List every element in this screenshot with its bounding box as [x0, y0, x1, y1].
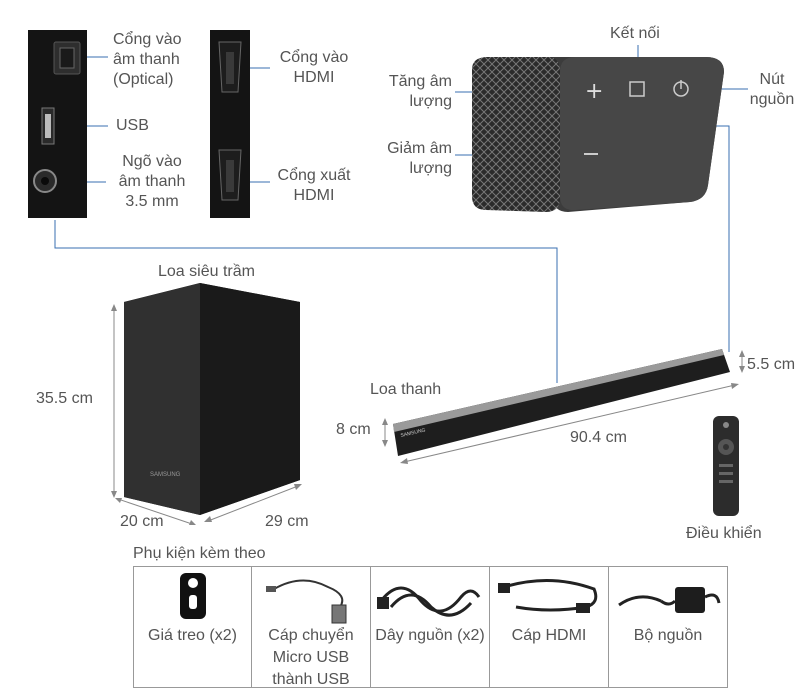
- subwoofer-width: 20 cm: [120, 513, 164, 530]
- label-optical-port: Cổng vào âm thanh (Optical): [113, 31, 182, 88]
- label-aux-port: Ngõ vào âm thanh 3.5 mm: [118, 153, 186, 210]
- soundbar-brand: SAMSUNG: [400, 427, 426, 439]
- power-cord-icon: [377, 586, 481, 617]
- subwoofer-title: Loa siêu trầm: [158, 263, 255, 280]
- accessories-table: Giá treo (x2) Cáp chuyển Micro USB thành…: [133, 566, 728, 688]
- subwoofer-height: 35.5 cm: [36, 390, 93, 407]
- hdmi-cable-icon: [498, 579, 598, 613]
- accessory-wall-bracket: Giá treo (x2): [134, 567, 252, 687]
- subwoofer-brand: SAMSUNG: [150, 472, 181, 478]
- label-connect-button: Kết nối: [610, 25, 660, 42]
- label-power-button: Nút nguồn: [749, 71, 795, 108]
- soundbar-length: 90.4 cm: [570, 429, 627, 446]
- accessory-hdmi-cable: Cáp HDMI: [490, 567, 609, 687]
- accessory-power-adapter: Bộ nguồn: [609, 567, 727, 687]
- svg-text:+: +: [585, 79, 603, 104]
- wall-bracket-icon: [180, 573, 206, 619]
- remote-label: Điều khiển: [686, 525, 762, 542]
- label-volume-down: Giảm âm lượng: [387, 140, 452, 177]
- soundbar-title: Loa thanh: [370, 381, 442, 398]
- power-adapter-icon: [618, 587, 721, 613]
- label-hdmi-in: Cổng vào HDMI: [279, 49, 349, 86]
- micro-usb-cable-icon: [266, 579, 347, 624]
- label-usb-port: USB: [116, 117, 149, 134]
- soundbar-height-left: 8 cm: [336, 421, 371, 438]
- soundbar-height-right: 5.5 cm: [747, 356, 796, 373]
- label-volume-up: Tăng âm lượng: [388, 73, 452, 110]
- label-hdmi-out: Cổng xuất HDMI: [277, 167, 351, 204]
- accessory-power-cord: Dây nguồn (x2): [371, 567, 490, 687]
- accessory-micro-usb-cable: Cáp chuyển Micro USB thành USB: [252, 567, 371, 688]
- accessories-title: Phụ kiện kèm theo: [133, 545, 266, 562]
- subwoofer-depth: 29 cm: [265, 513, 309, 530]
